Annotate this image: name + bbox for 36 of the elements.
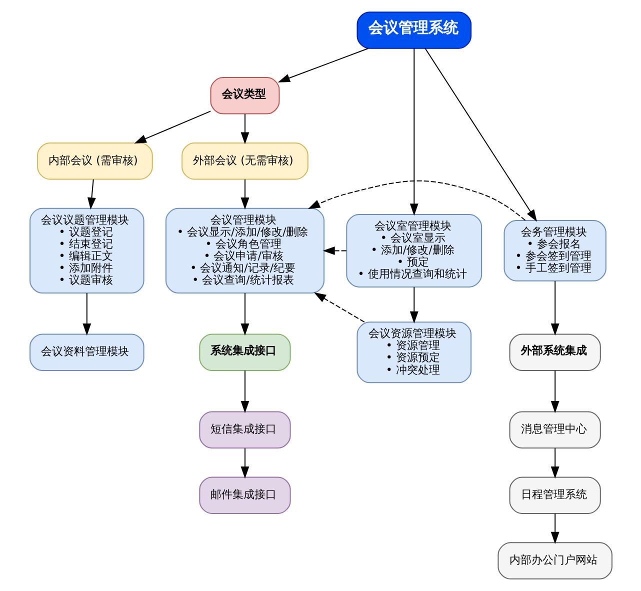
node-box: 外部会议 (无需审核) [181,142,308,180]
node-box: 会议管理模块 • 会议显示/添加/修改/删除 • 会议角色管理 • 会议申请/审核 • 会议通知/记录/纪要 • 会议查询/统计报表 [164,208,324,294]
arrow [409,287,418,324]
arrow [134,110,210,144]
node-box: 内部会议 (需审核) [36,142,152,180]
arrow [409,48,418,216]
arrow [240,448,249,479]
arrow [550,370,559,414]
arrow [424,48,537,222]
node-box: 会议类型 [210,77,280,114]
arrow [240,293,249,336]
node-box: 消息管理中心 [508,411,600,449]
node-box: 外部系统集成 [508,334,600,372]
node-box: 短信集成接口 [198,411,290,449]
arrow [550,281,559,336]
arrow [277,48,368,82]
arrow [240,370,249,414]
arrow [322,246,346,255]
node-box: 会议资料管理模块 [29,334,144,372]
arrow [82,293,91,336]
arrow [240,114,249,144]
node-box: 邮件集成接口 [198,476,290,514]
node-box: 会议资源管理模块 • 资源管理 • 资源预定 • 冲突处理 [356,322,472,384]
arrow [550,448,559,479]
node-box: 会务管理模块 • 参会报名 • 参会签到管理 • 手工签到管理 [503,220,606,282]
node-box: 系统集成接口 [198,334,290,372]
arrow [550,514,559,544]
node-box: 会议议题管理模块 • 议题登记 • 结束登记 • 编辑正文 • 添加附件 • 议题审核 [29,208,144,294]
node-box: 内部办公门户网站 [497,542,612,580]
arrow [307,180,526,221]
node-box: 会议室管理模块 • 会议室显示 • 添加/修改/删除 • 预定 • 使用情况查询和统计 [346,214,482,288]
node-box: 日程管理系统 [508,476,600,514]
arrow [313,292,364,323]
arrow [240,179,249,210]
node-box: 会议管理系统 [356,12,472,49]
arrow [87,179,96,210]
